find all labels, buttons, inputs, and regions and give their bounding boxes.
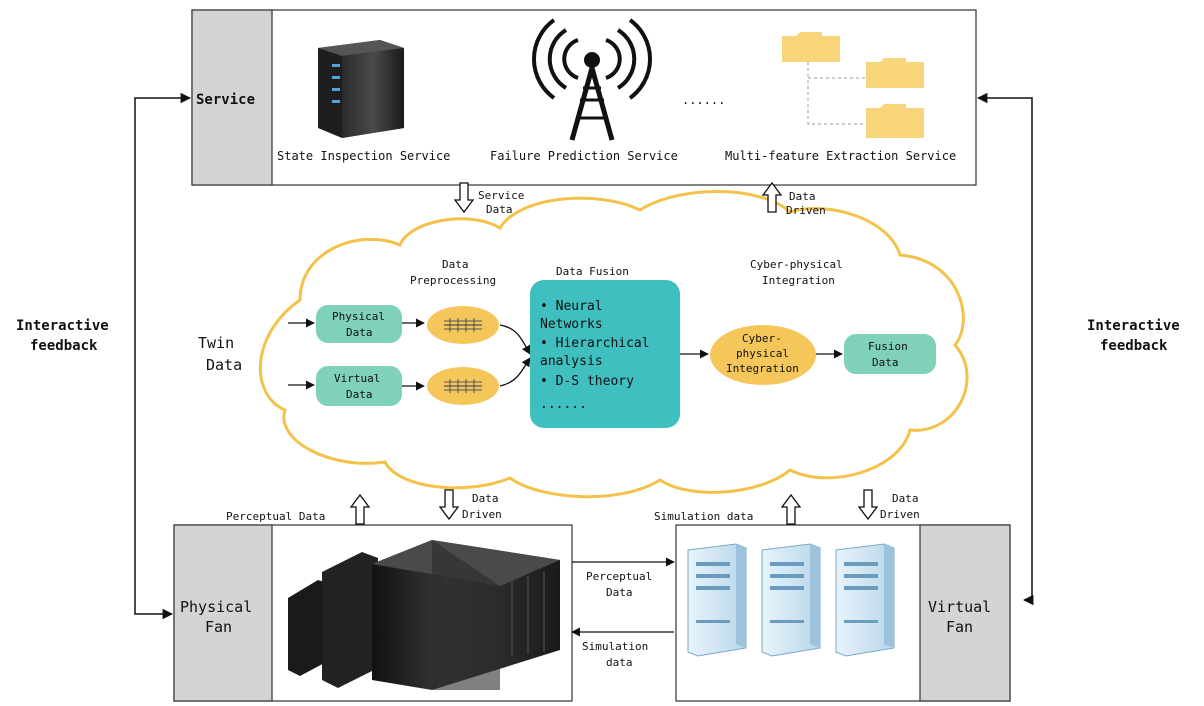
svg-text:• Neural: • Neural <box>540 299 603 314</box>
fusion-data-node: Fusion Data <box>844 334 936 374</box>
svg-text:Fan: Fan <box>946 618 973 636</box>
data-driven-label: Driven <box>462 508 502 521</box>
virtual-server-icon <box>835 543 895 657</box>
service-data-label: Data <box>486 203 513 216</box>
perceptual-link-label: Perceptual <box>586 570 652 583</box>
virtual-fan-panel: Virtual Fan <box>675 524 1011 702</box>
twin-data-label: Twin <box>198 334 234 352</box>
svg-text:• Hierarchical: • Hierarchical <box>540 336 650 351</box>
svg-text:analysis: analysis <box>540 354 603 369</box>
feedback-right-label: feedback <box>1100 338 1168 354</box>
feedback-right-label: Interactive <box>1087 318 1180 334</box>
service-item-label: Multi-feature Extraction Service <box>725 149 956 163</box>
fusion-title: Data Fusion <box>556 265 629 278</box>
service-data-arrow <box>453 182 475 214</box>
data-driven-label: Driven <box>880 508 920 521</box>
service-side-block <box>191 9 273 186</box>
virtual-server-icon <box>761 543 821 657</box>
svg-text:Virtual: Virtual <box>928 598 991 616</box>
physical-side-block <box>173 524 273 702</box>
svg-text:Fan: Fan <box>205 618 232 636</box>
svg-text:Data: Data <box>346 326 373 339</box>
flow-arrow <box>499 324 531 355</box>
svg-text:Fusion: Fusion <box>868 340 908 353</box>
virtual-side-block <box>919 524 1011 702</box>
flow-arrow <box>499 357 531 387</box>
simulation-data-label: Simulation data <box>654 510 753 523</box>
svg-text:Data: Data <box>346 388 373 401</box>
service-ellipsis: ...... <box>682 93 725 107</box>
svg-text:......: ...... <box>540 397 587 412</box>
svg-text:physical: physical <box>736 347 789 360</box>
perceptual-link-label: Data <box>606 586 633 599</box>
cyber-title: Integration <box>762 274 835 287</box>
simulation-data-arrow <box>780 493 802 525</box>
simulation-link-label: Simulation <box>582 640 648 653</box>
svg-text:Cyber-: Cyber- <box>742 332 782 345</box>
data-driven-down-arrow <box>438 489 460 521</box>
svg-text:Virtual: Virtual <box>334 372 380 385</box>
folder-tree-icon <box>782 32 924 138</box>
cyber-title: Cyber-physical <box>750 258 843 271</box>
preprocessing-title: Data <box>442 258 469 271</box>
filter-icon <box>427 367 499 405</box>
twin-data-label: Data <box>206 356 242 374</box>
simulation-link-label: data <box>606 656 633 669</box>
feedback-loops <box>134 92 1034 620</box>
data-driven-down-arrow <box>857 489 879 521</box>
service-item-label: State Inspection Service <box>277 149 450 163</box>
data-driven-label: Data <box>892 492 919 505</box>
feedback-left-label: feedback <box>30 338 98 354</box>
data-driven-label: Driven <box>786 204 826 217</box>
svg-text:Physical: Physical <box>180 598 252 616</box>
virtual-data-node: Virtual Data <box>288 366 425 406</box>
data-driven-label: Data <box>472 492 499 505</box>
svg-text:Networks: Networks <box>540 317 603 332</box>
middle-links <box>571 557 675 637</box>
service-data-label: Service <box>478 189 524 202</box>
antenna-tower-icon <box>531 18 653 141</box>
preprocessing-title: Preprocessing <box>410 274 496 287</box>
svg-text:Physical: Physical <box>332 310 385 323</box>
physical-fan-panel: Physical Fan <box>173 524 573 702</box>
svg-text:Integration: Integration <box>726 362 799 375</box>
svg-text:• D-S theory: • D-S theory <box>540 374 634 389</box>
feedback-left-label: Interactive <box>16 318 109 334</box>
physical-data-node: Physical Data <box>288 305 425 343</box>
svg-text:Data: Data <box>872 356 899 369</box>
service-label: Service <box>196 92 255 108</box>
service-item-label: Failure Prediction Service <box>490 149 678 163</box>
server-tower-icon <box>318 40 404 138</box>
data-driven-label: Data <box>789 190 816 203</box>
filter-icon <box>427 306 499 344</box>
perceptual-data-label: Perceptual Data <box>226 510 325 523</box>
perceptual-data-arrow <box>349 493 371 525</box>
data-driven-up-arrow <box>761 181 783 213</box>
virtual-server-icon <box>687 543 747 657</box>
service-panel: Service State Inspection Service <box>191 9 977 186</box>
cyber-physical-node: Cyber- physical Integration <box>710 325 816 385</box>
rack-servers-icon <box>288 540 560 690</box>
data-fusion-block: • Neural Networks • Hierarchical analysi… <box>530 280 680 428</box>
